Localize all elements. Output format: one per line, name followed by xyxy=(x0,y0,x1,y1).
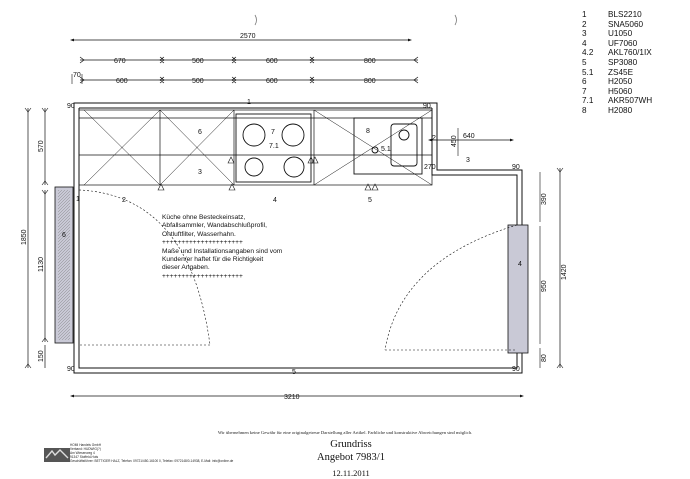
dim-1420: 1420 xyxy=(561,264,568,280)
legend-row: 6H2050L xyxy=(582,77,633,87)
legend-row: 2SNA5060L xyxy=(582,19,644,29)
label-90-tr: 90 xyxy=(423,103,431,110)
label-1-top: 1 xyxy=(247,99,251,106)
plan-note: Küche ohne Besteckeinsatz, Abfallsammler… xyxy=(162,214,302,281)
legend-row: 3U1050L xyxy=(582,29,633,39)
label-5: 5 xyxy=(368,197,372,204)
note-line: Maße und Installationsangaben sind vom xyxy=(162,247,283,255)
dimension-top-small: 70 xyxy=(71,72,83,84)
offer-number: Angebot 7983/1 xyxy=(317,452,385,463)
scan-mark xyxy=(454,14,457,26)
note-line: +++++++++++++++++++++ xyxy=(162,272,243,280)
dimension-left: 570 1850 1130 150 xyxy=(21,107,49,369)
dim-3210: 3210 xyxy=(284,394,300,401)
label-6-tall: 6 xyxy=(62,232,66,239)
drawing-date: 12.11.2011 xyxy=(332,468,370,478)
disclaimer-text: Wir übernehmen keine Gewähr für eine ori… xyxy=(217,430,473,435)
dim-1130: 1130 xyxy=(38,257,45,272)
cabinet-feet xyxy=(157,156,379,191)
dim-500: 500 xyxy=(192,58,204,65)
dim-80: 80 xyxy=(541,354,548,362)
dimension-top-row2: 600 500 600 800 xyxy=(79,76,419,85)
dim-600b: 600 xyxy=(266,78,278,85)
note-line: Abfallsammler, Wandabschlußprofil, xyxy=(162,222,267,230)
note-line: Ontluftfilter, Wasserhahn. xyxy=(162,230,236,238)
plan-labels: 90 90 90 90 90 270 1 1 2 2 3 3 4 5 5 6 6… xyxy=(62,99,522,376)
label-90-br: 90 xyxy=(512,366,520,373)
label-6: 6 xyxy=(198,129,202,136)
label-8: 8 xyxy=(366,128,370,135)
dim-500b: 500 xyxy=(192,78,204,85)
dim-950: 950 xyxy=(541,280,548,292)
tall-cabinet-left xyxy=(54,186,74,344)
dimension-top-total: 2570 xyxy=(69,33,413,42)
dim-570: 570 xyxy=(38,140,45,152)
note-line: +++++++++++++++++++++ xyxy=(162,239,243,247)
dim-2570: 2570 xyxy=(240,33,256,40)
hob xyxy=(235,113,312,183)
dim-150: 150 xyxy=(38,350,45,362)
label-2-left: 2 xyxy=(122,197,126,204)
drawing-title: Grundriss xyxy=(330,439,372,450)
label-3: 3 xyxy=(198,169,202,176)
label-4-tall: 4 xyxy=(518,261,522,268)
label-7-1: 7.1 xyxy=(269,143,279,150)
door-swings xyxy=(78,189,518,351)
label-3-right: 3 xyxy=(466,157,470,164)
label-1-left: 1 xyxy=(76,196,80,203)
label-90-tl: 90 xyxy=(67,103,75,110)
floor-plan: 2570 670 500 600 800 70 600 500 600 800 … xyxy=(21,14,568,401)
note-line: dieser Angaben. xyxy=(162,264,210,272)
label-90-rmid: 90 xyxy=(512,164,520,171)
dim-450: 450 xyxy=(451,135,458,147)
dim-800: 800 xyxy=(364,58,376,65)
dim-70: 70 xyxy=(73,72,81,79)
dimension-right: 640 450 1420 390 950 80 xyxy=(427,128,568,369)
dimension-top-row1: 670 500 600 800 xyxy=(79,56,419,65)
note-line: Kunden/er haftet für die Richtigkeit xyxy=(162,256,264,264)
dim-1850: 1850 xyxy=(21,229,28,245)
scan-mark xyxy=(254,14,257,26)
tall-cabinet-right xyxy=(507,224,529,354)
dim-670: 670 xyxy=(114,58,126,65)
dim-600: 600 xyxy=(266,58,278,65)
dim-800b: 800 xyxy=(364,78,376,85)
dim-600a: 600 xyxy=(116,78,128,85)
label-7: 7 xyxy=(271,129,275,136)
label-270: 270 xyxy=(424,164,436,171)
label-90-bl: 90 xyxy=(67,366,75,373)
label-5-bottom: 5 xyxy=(292,369,296,376)
sink xyxy=(353,117,423,175)
company-info: HOMI Handels GmbH Verband: HUDWIG(?) Am … xyxy=(70,443,234,463)
dimension-bottom: 3210 xyxy=(69,394,525,401)
label-5-1: 5.1 xyxy=(381,146,391,153)
label-2-right: 2 xyxy=(432,135,436,142)
company-logo xyxy=(44,448,70,462)
dim-640: 640 xyxy=(463,133,475,140)
label-4: 4 xyxy=(273,197,277,204)
dim-390: 390 xyxy=(541,193,548,205)
note-line: Küche ohne Besteckeinsatz, xyxy=(162,214,246,221)
